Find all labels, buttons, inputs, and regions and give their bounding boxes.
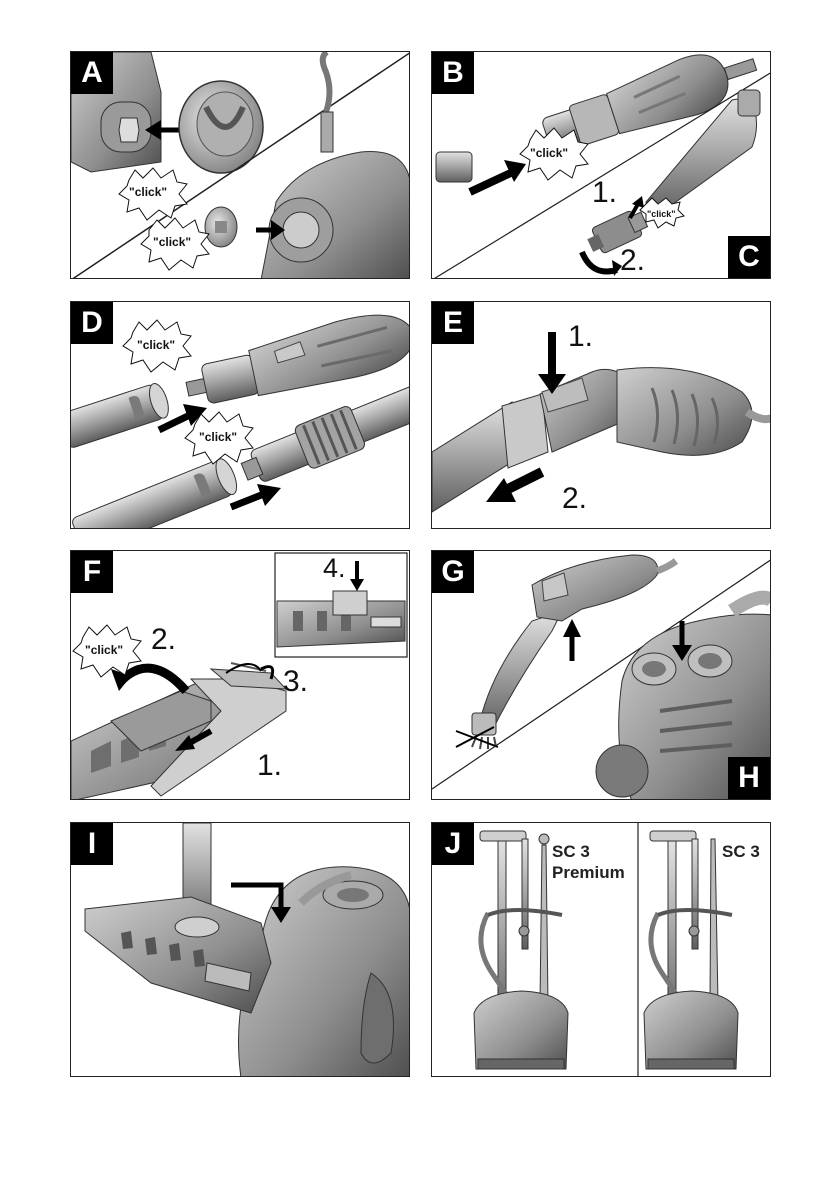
click-sound-label: "click" — [85, 643, 123, 657]
step-number: 4. — [323, 553, 346, 584]
panel-letter: G — [432, 551, 474, 593]
panel-letter: J — [432, 823, 474, 865]
step-number: 3. — [283, 665, 308, 699]
panel-e: E 1. 2. — [431, 301, 771, 529]
model-label: Premium — [552, 862, 625, 883]
panel-letter: E — [432, 302, 474, 344]
step-number: 1. — [568, 320, 593, 354]
click-sound-label: "click" — [647, 209, 676, 219]
panel-letter: I — [71, 823, 113, 865]
model-label: SC 3 — [552, 841, 590, 862]
panel-letter: B — [432, 52, 474, 94]
step-number: 1. — [257, 749, 282, 783]
panel-i: I — [70, 822, 410, 1077]
panel-g-h-illustration — [432, 551, 771, 800]
panel-b-c-illustration — [432, 52, 771, 279]
panel-letter: C — [728, 236, 770, 278]
click-sound-label: "click" — [153, 235, 191, 249]
step-number: 2. — [151, 623, 176, 657]
panel-i-illustration — [71, 823, 410, 1077]
panel-a: A "click" "click" — [70, 51, 410, 279]
panel-f-illustration — [71, 551, 410, 800]
panel-e-illustration — [432, 302, 771, 529]
step-number: 2. — [562, 482, 587, 516]
panel-letter: A — [71, 52, 113, 94]
click-sound-label: "click" — [530, 146, 568, 160]
panel-d: D "click" — [70, 301, 410, 529]
panel-b-c: B C "click" "click" 1. 2. — [431, 51, 771, 279]
panel-letter: D — [71, 302, 113, 344]
panel-letter: F — [71, 551, 113, 593]
panel-f: F "click" 2. 3. 1. 4. — [70, 550, 410, 800]
step-number: 2. — [620, 244, 645, 278]
click-sound-label: "click" — [129, 185, 167, 199]
model-label: SC 3 — [722, 841, 760, 862]
panel-a-illustration — [71, 52, 410, 279]
panel-letter: H — [728, 757, 770, 799]
click-sound-label: "click" — [199, 430, 237, 444]
click-sound-label: "click" — [137, 338, 175, 352]
step-number: 1. — [592, 176, 617, 210]
unit-sc3 — [644, 831, 738, 1069]
panel-g-h: G H — [431, 550, 771, 800]
panel-d-illustration — [71, 302, 410, 529]
panel-j: J SC 3 Premium SC 3 — [431, 822, 771, 1077]
